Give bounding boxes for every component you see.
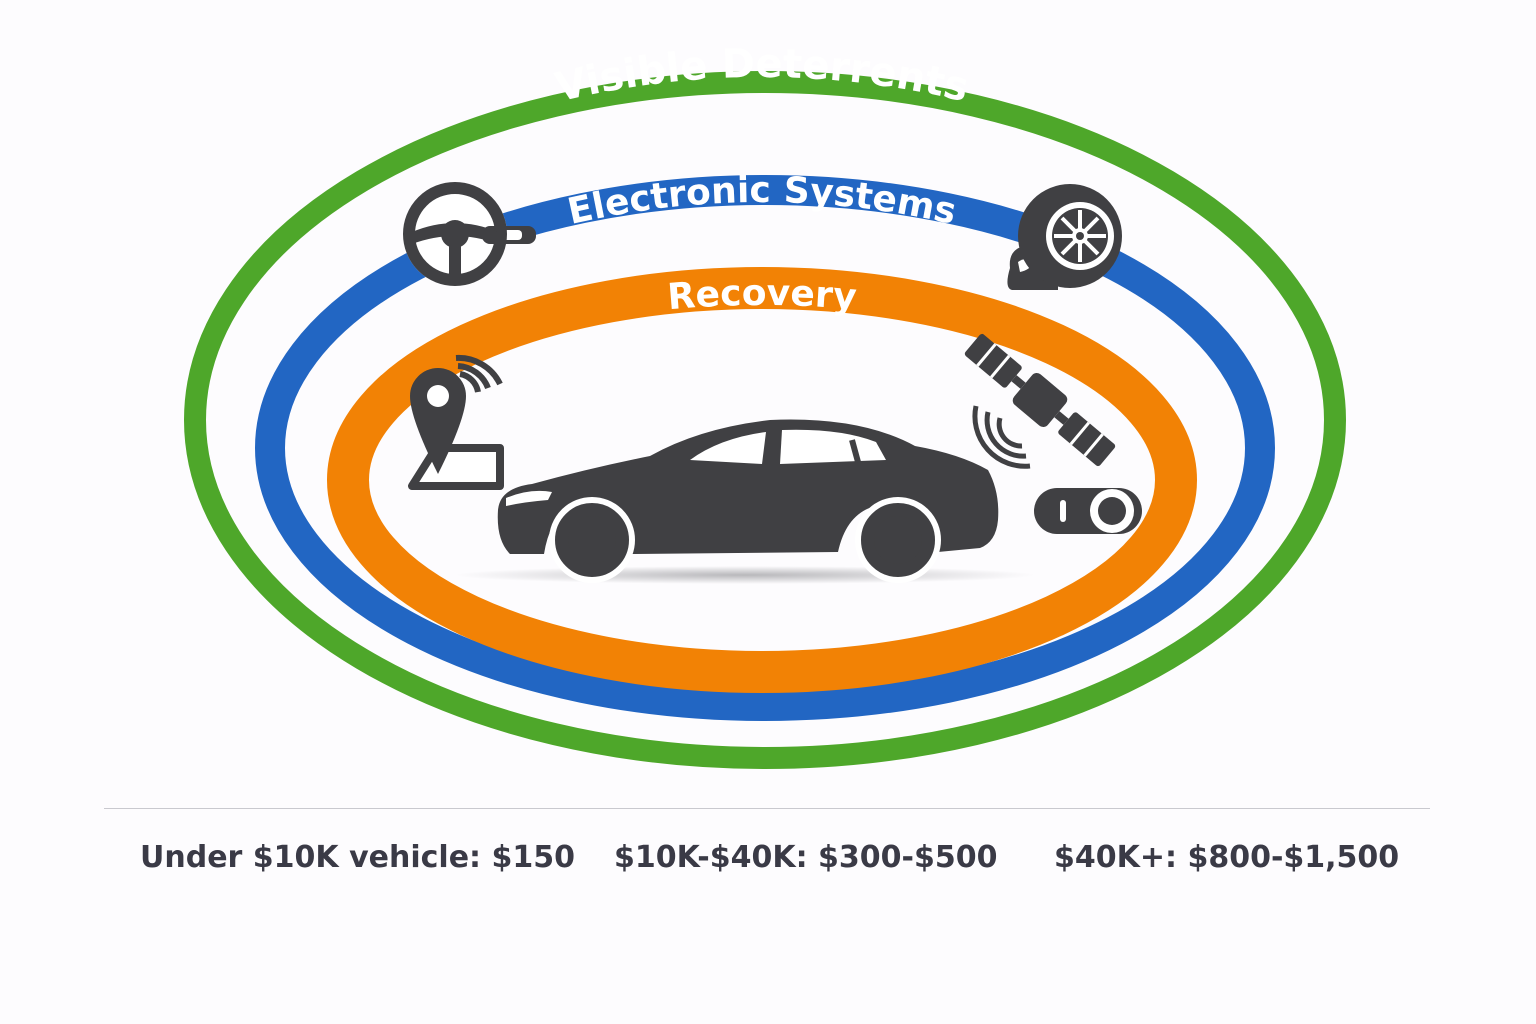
ring-middle-electronic-systems bbox=[255, 175, 1275, 721]
steering-wheel-lock-icon bbox=[403, 182, 536, 286]
satellite-icon bbox=[964, 333, 1116, 469]
cost-tier-low: Under $10K vehicle: $150 bbox=[140, 840, 575, 875]
label-electronic-systems: Electronic Systems bbox=[564, 170, 960, 233]
car-icon bbox=[455, 419, 1035, 584]
label-recovery: Recovery bbox=[666, 273, 858, 318]
kill-switch-icon bbox=[1034, 488, 1142, 534]
gps-location-icon bbox=[408, 354, 504, 490]
cost-tier-mid: $10K-$40K: $300-$500 bbox=[614, 840, 998, 875]
security-layers-diagram: Visible Deterrents Electronic Systems Re… bbox=[184, 71, 1346, 769]
wheel-lock-icon bbox=[1007, 184, 1122, 290]
cost-tier-high: $40K+: $800-$1,500 bbox=[1054, 840, 1400, 875]
divider bbox=[104, 808, 1430, 809]
ring-inner-recovery bbox=[327, 267, 1197, 693]
ring-outer-visible-deterrents bbox=[184, 71, 1346, 769]
